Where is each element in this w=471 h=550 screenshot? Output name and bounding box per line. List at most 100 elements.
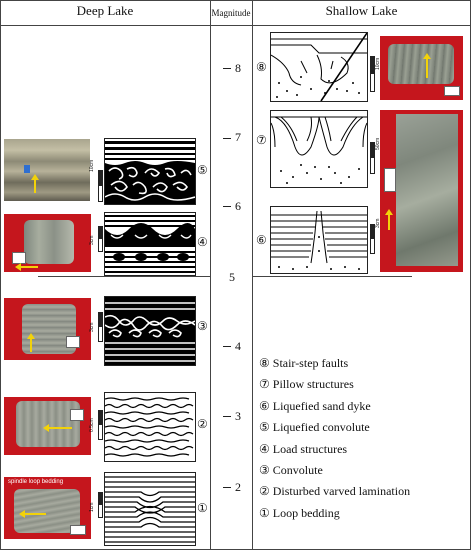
legend-marker: ⑧ <box>259 356 270 370</box>
mid-divider-right <box>252 276 412 277</box>
marker-8-shallow: ⑧ <box>256 60 267 74</box>
convolute2-sketch-svg <box>105 297 195 365</box>
tick-3 <box>223 416 231 417</box>
magnitude-4: 4 <box>235 339 241 353</box>
yellow-arrow-icon <box>15 263 38 271</box>
photo-label-tag <box>444 86 460 96</box>
tick-6 <box>223 206 231 207</box>
yellow-arrow-icon <box>31 174 39 193</box>
convolute-sketch-svg <box>105 141 195 204</box>
scale-bar-1 <box>98 492 103 518</box>
marker-6-shallow: ⑥ <box>256 233 267 247</box>
scale-bar-6 <box>370 224 375 254</box>
legend-marker: ⑦ <box>259 377 270 392</box>
yellow-arrow-icon <box>43 424 72 432</box>
marker-1-deep: ① <box>197 501 208 515</box>
legend-item-5: ⑤ Liquefied convolute <box>259 417 464 438</box>
photo-label-tag <box>66 336 80 348</box>
legend-item-3: ③ Convolute <box>259 460 464 481</box>
loop-sketch-svg <box>105 476 195 543</box>
magnitude-5: 5 <box>229 270 235 284</box>
legend-item-6: ⑥ Liquefied sand dyke <box>259 396 464 417</box>
tick-2 <box>223 487 231 488</box>
scale-bar-2 <box>98 410 103 440</box>
legend-item-1: ① Loop bedding <box>259 503 464 524</box>
marker-4-deep: ④ <box>197 235 208 249</box>
legend-label: Loop bedding <box>272 505 340 520</box>
pillow-sketch-svg <box>271 116 367 184</box>
core-photo-disturbed-varved <box>4 397 91 455</box>
core-photo-stair-step-faults <box>380 36 463 100</box>
legend-label: Liquefied sand dyke <box>272 398 371 413</box>
scale-bar-7 <box>370 142 375 174</box>
legend-label: Disturbed varved lamination <box>272 484 411 499</box>
magnitude-2: 2 <box>235 480 241 494</box>
sketch-load-structures <box>104 212 196 276</box>
core-sample <box>388 44 454 84</box>
core-sample <box>24 220 74 264</box>
magnitude-right-border <box>252 0 253 550</box>
sketch-pillow-structures <box>270 110 368 188</box>
photo-caption: spindle loop bedding <box>8 479 64 485</box>
core-photo-load-structures <box>4 214 91 272</box>
faults-sketch-svg <box>271 33 367 101</box>
legend-label: Pillow structures <box>272 377 354 392</box>
magnitude-8: 8 <box>235 61 241 75</box>
photo-pillow-structures <box>380 110 463 272</box>
marker-3-deep: ③ <box>197 319 208 333</box>
legend: ⑧ Stair-step faults ⑦ Pillow structures … <box>259 353 464 524</box>
magnitude-3: 3 <box>235 409 241 423</box>
legend-label: Stair-step faults <box>272 356 349 370</box>
magnitude-6: 6 <box>235 199 241 213</box>
magnitude-left-border <box>210 0 211 550</box>
scale-label-2: 0.5cm <box>89 418 95 432</box>
legend-label: Load structures <box>272 441 348 456</box>
marker-5-deep: ⑤ <box>197 163 208 177</box>
photo-label-tag <box>70 409 84 421</box>
legend-marker: ⑤ <box>259 420 270 435</box>
scale-bar-4 <box>98 226 103 252</box>
header-magnitude: Magnitude <box>211 8 251 18</box>
load-sketch-svg <box>105 215 195 273</box>
legend-marker: ⑥ <box>259 398 270 413</box>
outcrop-photo-liquefied-convolute <box>4 139 90 201</box>
scale-label-1: 1cm <box>89 502 95 512</box>
scale-label-5: 10cm <box>89 159 95 172</box>
header-deep-lake: Deep Lake <box>76 3 134 18</box>
legend-marker: ② <box>259 484 270 499</box>
top-border <box>0 0 471 1</box>
core-sample <box>14 489 80 533</box>
sketch-liquefied-sand-dyke <box>270 206 368 274</box>
scale-label-6: 3cm <box>375 218 381 228</box>
legend-item-4: ④ Load structures <box>259 439 464 460</box>
scale-bar-3 <box>98 312 103 342</box>
slab-sample <box>396 114 458 266</box>
legend-item-8: ⑧ Stair-step faults <box>259 353 464 374</box>
scale-bar-8 <box>370 56 375 92</box>
sketch-loop-bedding <box>104 472 196 546</box>
scale-label-4: 3cm <box>89 235 95 245</box>
sketch-liquefied-convolute <box>104 138 196 205</box>
sketch-stair-step-faults <box>270 32 368 102</box>
legend-marker: ④ <box>259 441 270 456</box>
sketch-disturbed-varved <box>104 392 196 462</box>
photo-sign <box>24 165 30 173</box>
header-divider <box>0 25 471 26</box>
legend-marker: ③ <box>259 462 270 477</box>
tick-7 <box>223 138 231 139</box>
tick-8 <box>223 68 231 69</box>
core-photo-loop-bedding: spindle loop bedding <box>4 477 91 539</box>
photo-label-tag <box>70 525 86 535</box>
yellow-arrow-icon <box>423 53 431 78</box>
legend-marker: ① <box>259 505 270 520</box>
yellow-arrow-icon <box>19 510 46 518</box>
left-border <box>0 0 1 550</box>
header-shallow-lake: Shallow Lake <box>325 3 398 18</box>
dyke-sketch-svg <box>271 210 367 270</box>
marker-7-shallow: ⑦ <box>256 133 267 147</box>
legend-label: Convolute <box>272 462 323 477</box>
sketch-convolute <box>104 296 196 366</box>
yellow-arrow-icon <box>27 333 35 352</box>
legend-item-7: ⑦ Pillow structures <box>259 374 464 395</box>
